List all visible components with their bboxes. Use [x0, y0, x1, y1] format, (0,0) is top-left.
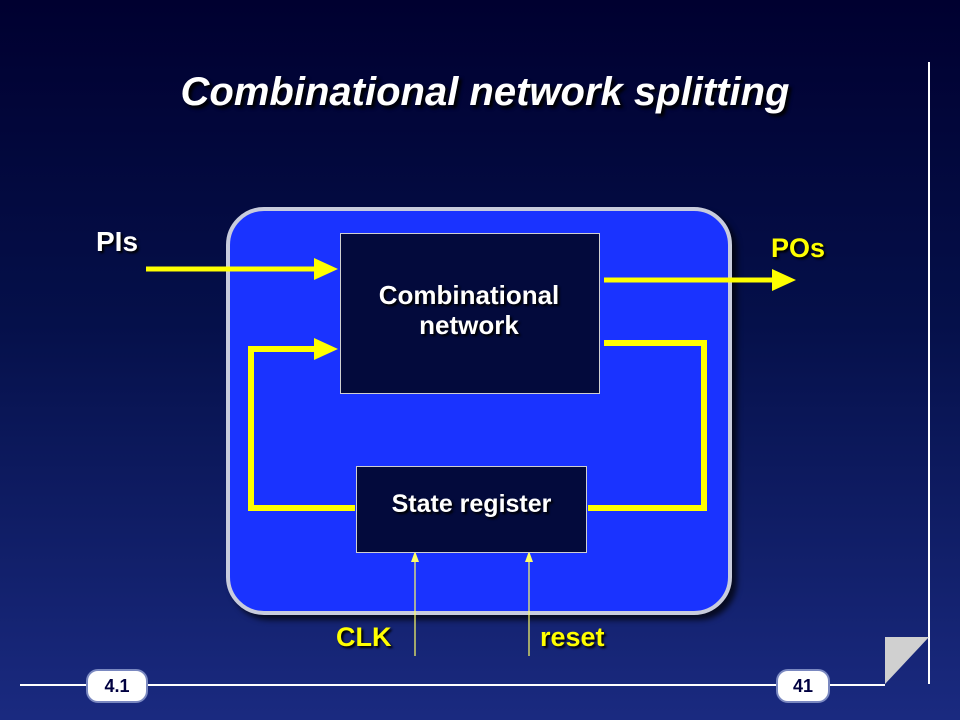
combinational-network-block — [340, 233, 600, 394]
frame-right-line — [928, 62, 930, 684]
next-state-wire — [588, 340, 707, 511]
state-register-label: State register — [391, 490, 552, 518]
section-number-badge: 4.1 — [86, 669, 148, 703]
pos-label: POs — [771, 233, 826, 263]
reset-arrow — [525, 551, 533, 656]
feedback-arrow — [248, 338, 355, 511]
state-register-block — [356, 466, 587, 553]
clk-arrow — [411, 551, 419, 656]
pi-input-arrow — [146, 258, 338, 280]
reset-label: reset — [540, 622, 605, 652]
page-fold-corner — [885, 637, 929, 684]
slide-title: Combinational network splitting — [180, 70, 790, 114]
page-number-badge: 41 — [776, 669, 830, 703]
clk-label: CLK — [336, 622, 392, 652]
po-output-arrow — [604, 269, 796, 291]
combinational-network-label: Combinational network — [378, 280, 560, 340]
frame-bottom-line — [20, 684, 885, 686]
pis-label: PIs — [96, 226, 139, 257]
